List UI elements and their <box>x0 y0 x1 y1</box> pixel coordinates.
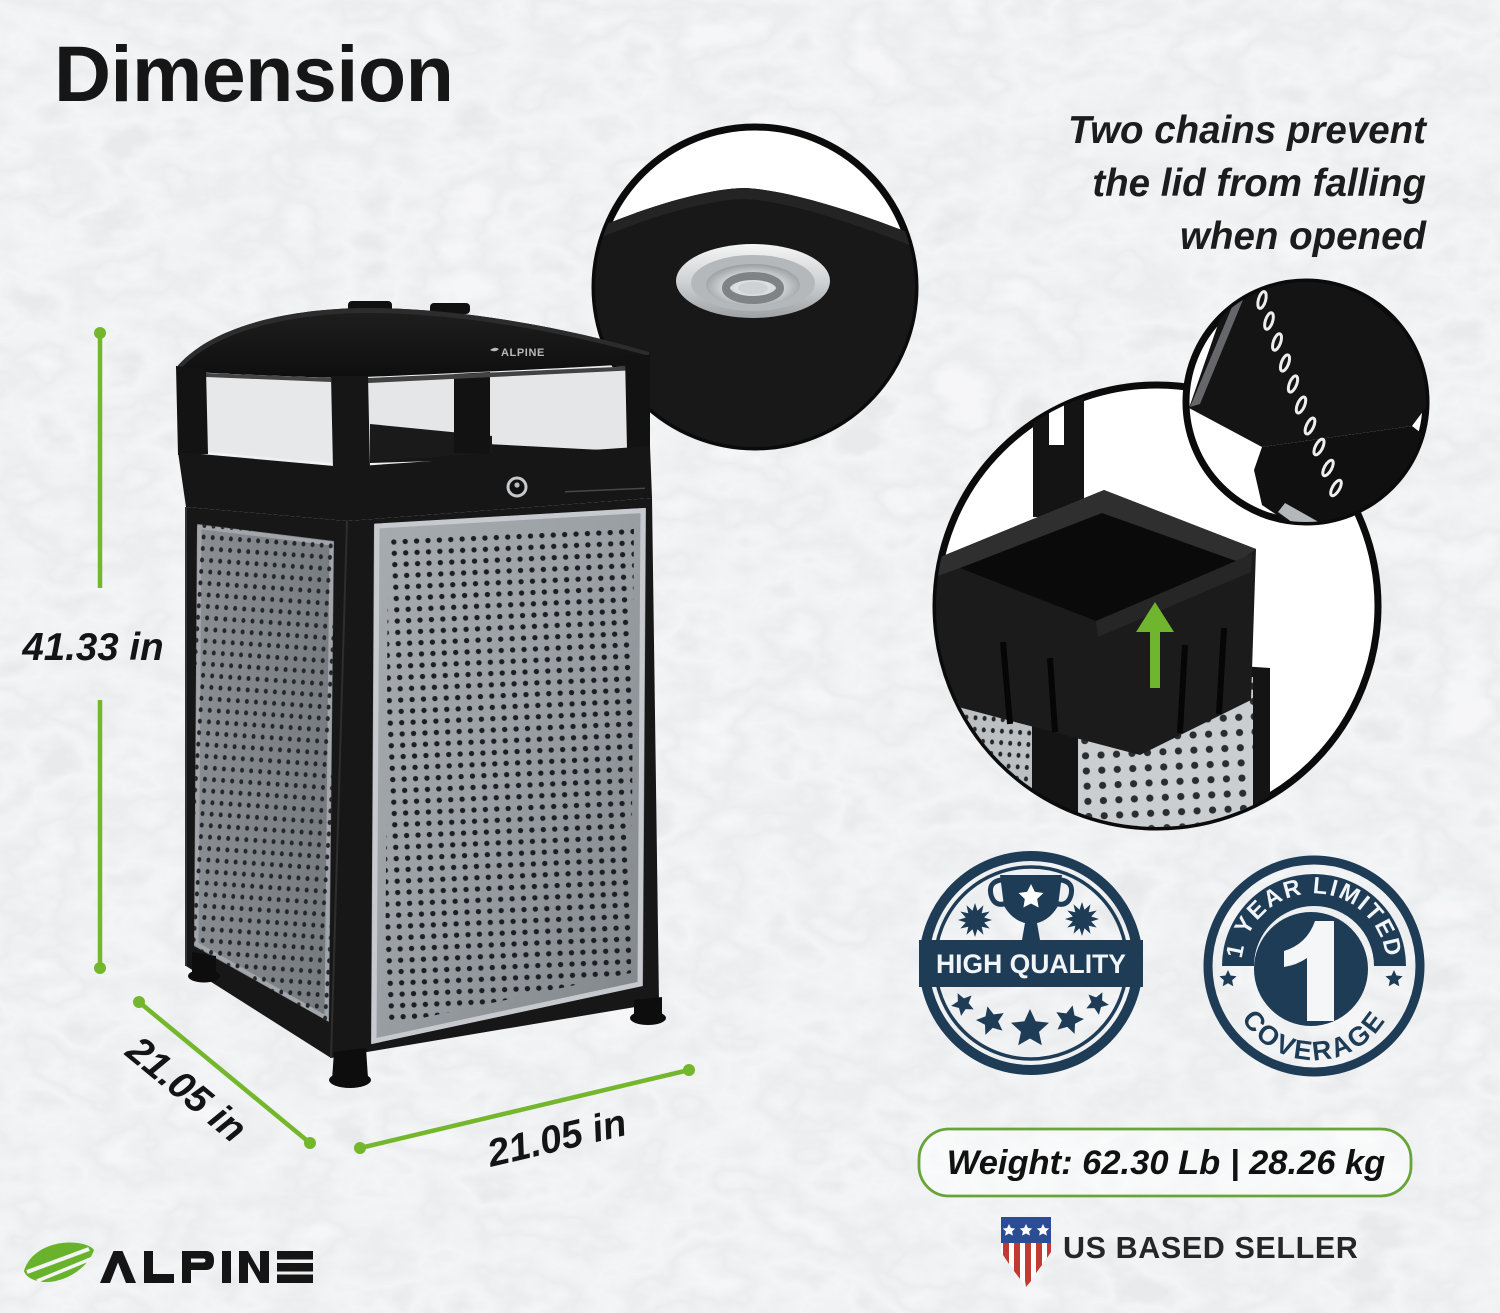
svg-text:Weight: 62.30 Lb | 28.26 kg: Weight: 62.30 Lb | 28.26 kg <box>947 1144 1386 1182</box>
svg-text:ALPINE: ALPINE <box>501 347 545 359</box>
svg-text:HIGH QUALITY: HIGH QUALITY <box>936 949 1126 979</box>
svg-text:US BASED SELLER: US BASED SELLER <box>1063 1231 1358 1265</box>
svg-text:Dimension: Dimension <box>54 29 453 118</box>
svg-text:the lid from falling: the lid from falling <box>1092 162 1426 205</box>
svg-text:when opened: when opened <box>1180 215 1427 258</box>
svg-text:Two chains prevent: Two chains prevent <box>1068 109 1428 152</box>
svg-text:41.33 in: 41.33 in <box>21 626 163 669</box>
